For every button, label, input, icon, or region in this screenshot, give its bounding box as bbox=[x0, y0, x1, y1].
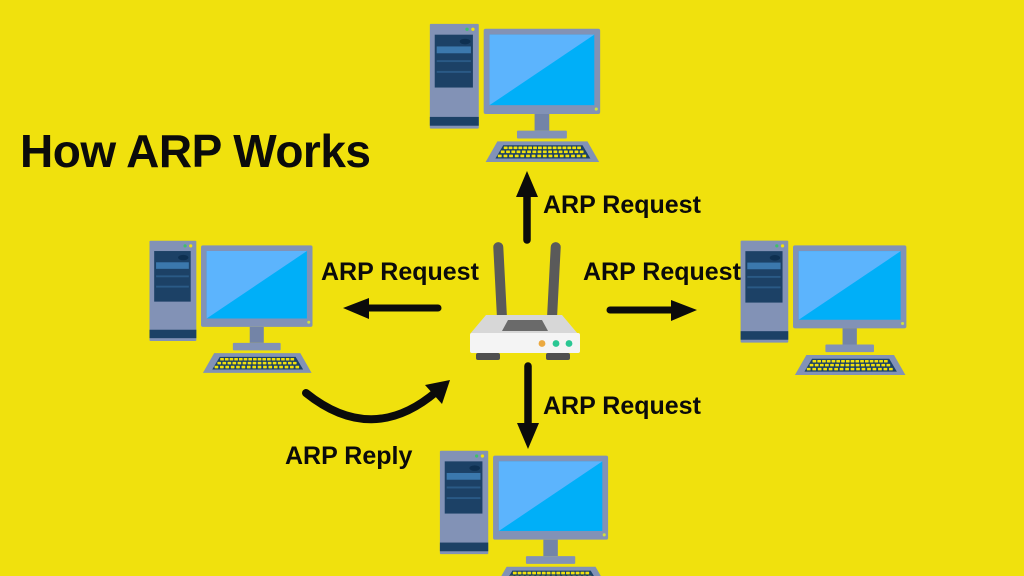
arrow-down-icon bbox=[517, 362, 539, 449]
label-arp-reply: ARP Reply bbox=[285, 442, 413, 470]
computer-top-icon bbox=[422, 16, 608, 163]
label-arp-request-right: ARP Request bbox=[583, 258, 741, 286]
arrow-right-icon bbox=[606, 300, 697, 321]
page-title: How ARP Works bbox=[20, 125, 371, 177]
label-arp-request-top: ARP Request bbox=[543, 191, 701, 219]
computer-bottom-icon bbox=[432, 443, 616, 576]
computer-right-icon bbox=[733, 233, 914, 376]
router-icon bbox=[462, 240, 586, 364]
arp-reply-curved-arrow-icon bbox=[302, 380, 450, 424]
label-arp-request-bottom: ARP Request bbox=[543, 392, 701, 420]
arrow-up-icon bbox=[516, 171, 538, 244]
label-arp-request-left: ARP Request bbox=[321, 258, 479, 286]
computer-left-icon bbox=[142, 233, 320, 374]
arrow-left-icon bbox=[343, 298, 442, 319]
